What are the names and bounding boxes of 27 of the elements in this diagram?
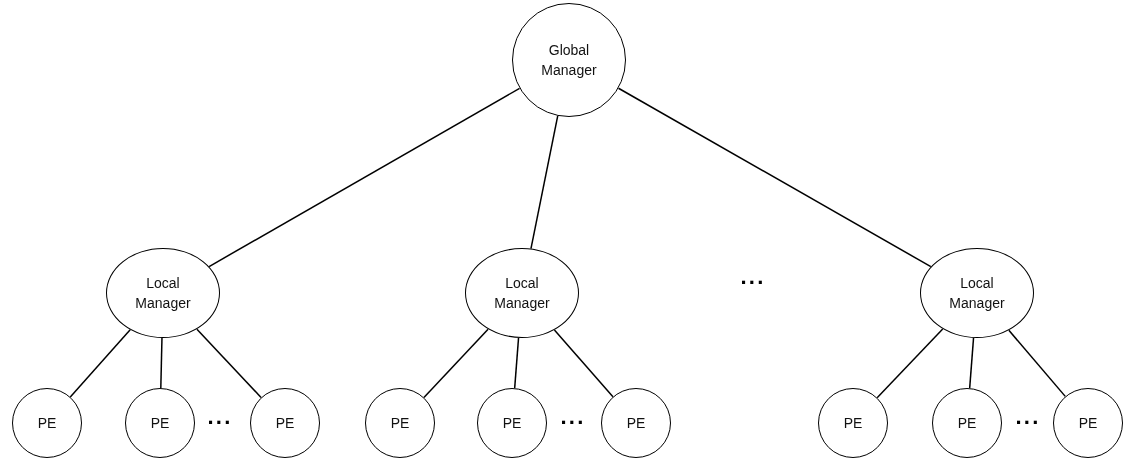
node-label: PE [275,414,295,433]
connector-line [423,328,489,399]
node-label: Local Manager [134,274,192,313]
connector-line [1008,329,1066,398]
node-label: Local Manager [493,274,551,313]
node-label: PE [390,414,410,433]
ellipsis: ··· [560,412,586,434]
connector-line [876,328,944,399]
node-label: PE [502,414,522,433]
connector-line [530,115,559,250]
node-label: Global Manager [540,41,598,80]
node-label: Local Manager [948,274,1006,313]
connector-line [513,337,520,389]
ellipsis: ··· [207,412,233,434]
connector-line [196,328,262,399]
connector-line [968,337,975,389]
ellipsis: ··· [740,272,766,294]
node-label: PE [626,414,646,433]
node-label: PE [1078,414,1098,433]
node-label: PE [843,414,863,433]
node-label: PE [150,414,170,433]
ellipsis: ··· [1015,412,1041,434]
node-label: PE [957,414,977,433]
connector-line [160,337,163,389]
node-label: PE [37,414,57,433]
connector-line [69,329,131,398]
connector-line [553,329,614,398]
